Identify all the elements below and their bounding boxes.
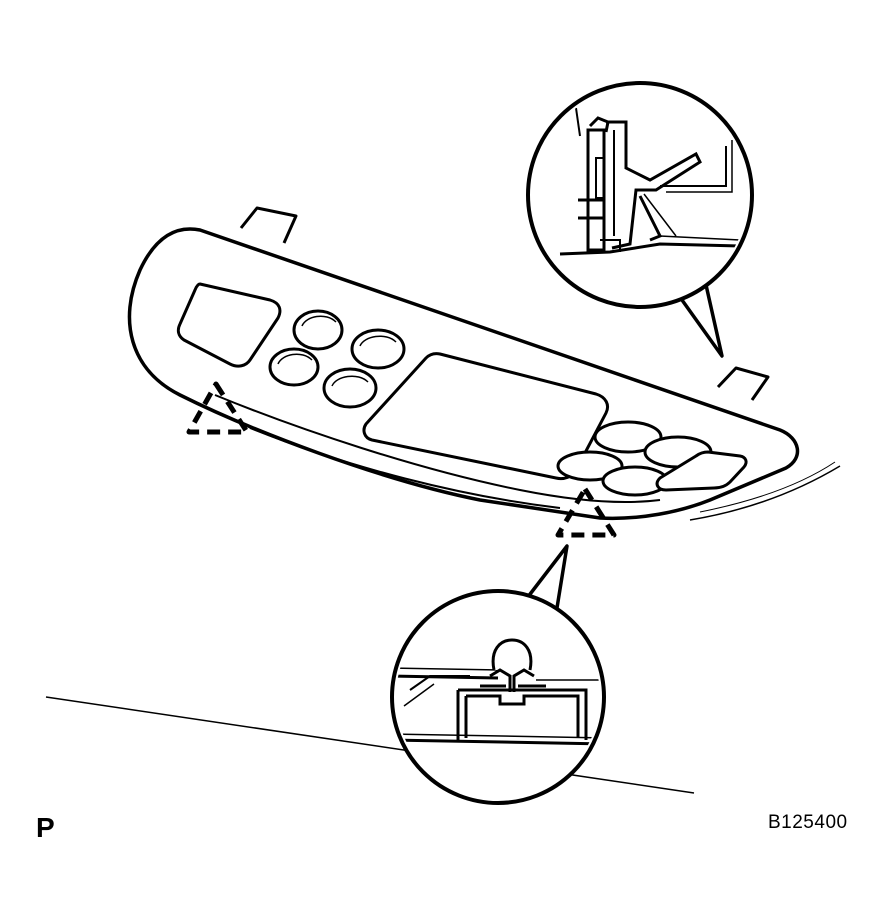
round-switch-cluster (268, 309, 406, 409)
headliner-curve (689, 465, 841, 521)
console-lower-lip (249, 427, 561, 509)
console-inner-edge (214, 394, 661, 503)
oval-switch-cluster (556, 420, 713, 497)
front-right-tab (716, 366, 770, 401)
callout-circle-top (526, 81, 754, 309)
headliner-curve-inner (699, 461, 836, 513)
roof-reference-line (45, 696, 695, 794)
clip-marker-left (186, 381, 250, 435)
clip-marker-center (555, 486, 617, 538)
left-map-light-lens (176, 282, 282, 368)
oval-switch-3 (556, 450, 624, 482)
callout-detail-clip (390, 544, 606, 805)
illustration-code-label: B125400 (768, 812, 848, 833)
callout-detail-claw (526, 81, 754, 358)
center-dome-light-lens (362, 352, 610, 481)
right-small-lens (655, 450, 748, 492)
round-switch-4 (322, 367, 378, 409)
oval-switch-1 (593, 420, 663, 454)
rear-left-tab (239, 206, 298, 244)
view-letter-label: P (36, 812, 55, 843)
